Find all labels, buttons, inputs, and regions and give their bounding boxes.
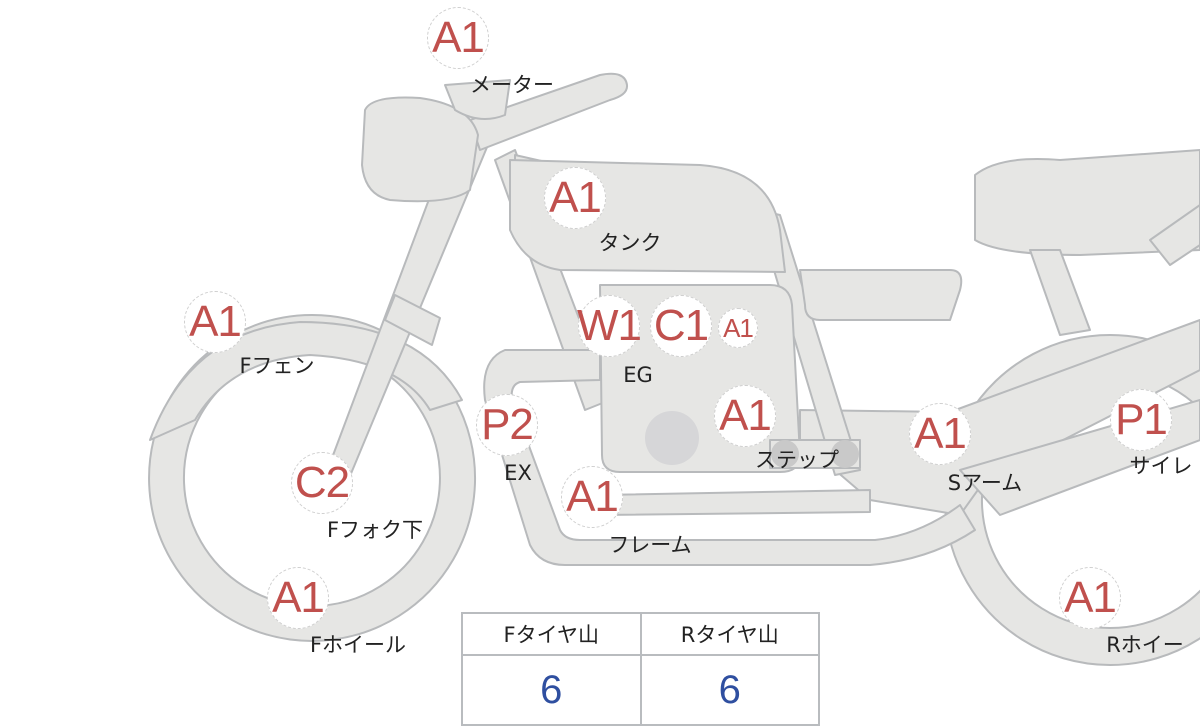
part-label-tank: タンク xyxy=(598,231,662,255)
grade-marker-front-fender[interactable]: A1 xyxy=(184,291,246,353)
tire-tread-table: Fタイヤ山 Rタイヤ山 6 6 xyxy=(461,612,820,726)
grade-marker-tank[interactable]: A1 xyxy=(544,167,606,229)
grade-marker-engine-a[interactable]: A1 xyxy=(718,308,758,348)
rear-tire-header: Rタイヤ山 xyxy=(639,612,820,656)
grade-marker-front-wheel[interactable]: A1 xyxy=(267,567,329,629)
headlight xyxy=(361,96,479,203)
part-label-front-fender: Fフェン xyxy=(239,354,315,378)
part-label-meter: メーター xyxy=(470,73,554,97)
part-label-front-wheel: Fホイール xyxy=(309,633,407,657)
part-label-front-fork-lower: Fフォク下 xyxy=(326,518,424,542)
grade-marker-engine-w[interactable]: W1 xyxy=(577,295,642,357)
grade-marker-frame[interactable]: A1 xyxy=(561,466,623,528)
part-label-silencer: サイレ xyxy=(1129,454,1193,478)
grade-marker-silencer[interactable]: P1 xyxy=(1110,389,1172,451)
grade-marker-step[interactable]: A1 xyxy=(714,385,776,447)
grade-marker-front-fork-lower[interactable]: C2 xyxy=(291,452,353,514)
grade-marker-meter[interactable]: A1 xyxy=(427,7,489,69)
seat xyxy=(974,149,1200,256)
part-label-exhaust: EX xyxy=(504,461,532,485)
handlebar xyxy=(469,72,629,151)
grade-marker-exhaust[interactable]: P2 xyxy=(476,394,538,456)
part-label-frame: フレーム xyxy=(608,533,692,557)
rear-frame xyxy=(1029,249,1091,336)
part-label-swing-arm: Sアーム xyxy=(947,471,1023,495)
part-label-engine: EG xyxy=(623,363,653,387)
grade-marker-rear-wheel[interactable]: A1 xyxy=(1059,567,1121,629)
meter xyxy=(444,79,511,120)
front-tire-value: 6 xyxy=(461,654,642,726)
part-label-step: ステップ xyxy=(755,448,839,472)
part-label-rear-wheel: Rホイー xyxy=(1106,633,1184,657)
grade-marker-swing-arm[interactable]: A1 xyxy=(909,403,971,465)
front-tire-header: Fタイヤ山 xyxy=(461,612,642,656)
grade-marker-engine-c[interactable]: C1 xyxy=(650,295,712,357)
rear-tire-value: 6 xyxy=(639,654,820,726)
